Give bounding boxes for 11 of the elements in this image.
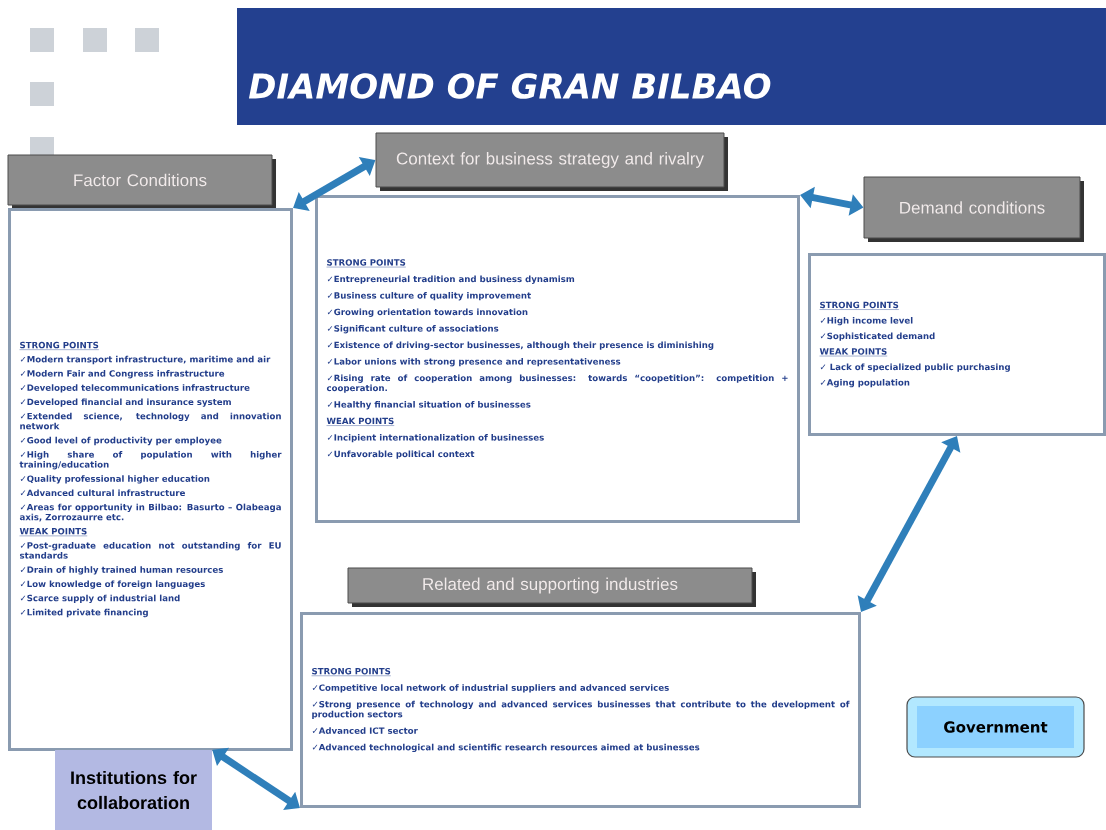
government-box: Government <box>906 696 1085 758</box>
text-panel: STRONG POINTS ✓High income level ✓Sophisticated demand WEAK POINTS ✓ Lack of specialized public purchasing ✓Aging population <box>808 253 1106 436</box>
text-panel: STRONG POINTS ✓Entrepreneurial tradition and business dynamism ✓Business culture of quality improvement ✓Growing orientation towards innovation ✓Significant culture of associations ✓Existence of driving-sector businesses, although their presence is diminishing ✓Labor unions with strong presence and representativeness ✓Rising rate of cooperation among businesses: towards “coopetition”: competition + cooperation. ✓Healthy financial situation of businesses WEAK POINTS ✓Incipient internationalization of businesses ✓Unfavorable political context <box>315 195 800 523</box>
header-box: Context for business strategy and rivalry <box>375 132 728 191</box>
text-panel: STRONG POINTS ✓Modern transport infrastructure, maritime and air ✓Modern Fair and Congress infrastructure ✓Developed telecommunications infrastructure ✓Developed financial and insurance system ✓Extended science, technology and innovation network ✓Good level of productivity per employee ✓High share of population with higher training/education ✓Quality professional higher education ✓Advanced cultural infrastructure ✓Areas for opportunity in Bilbao: Basurto – Olabeaga axis, Zorrozaurre etc. WEAK POINTS ✓Post-graduate education not outstanding for EU standards ✓Drain of highly trained human resources ✓Low knowledge of foreign languages ✓Scarce supply of industrial land ✓Limited private financing <box>8 208 293 751</box>
label-box: Institutions for collaboration <box>55 750 212 830</box>
header-box: Related and supporting industries <box>347 567 756 607</box>
text-panel: STRONG POINTS ✓Competitive local network of industrial suppliers and advanced services ✓Strong presence of technology and advanced services businesses that contribute to the development of production sectors ✓Advanced ICT sector ✓Advanced technological and scientific research resources aimed at businesses <box>300 612 861 808</box>
title-banner: DIAMOND OF GRAN BILBAO <box>237 8 1106 125</box>
header-box: Demand conditions <box>863 176 1084 242</box>
header-box: Factor Conditions <box>7 154 276 209</box>
